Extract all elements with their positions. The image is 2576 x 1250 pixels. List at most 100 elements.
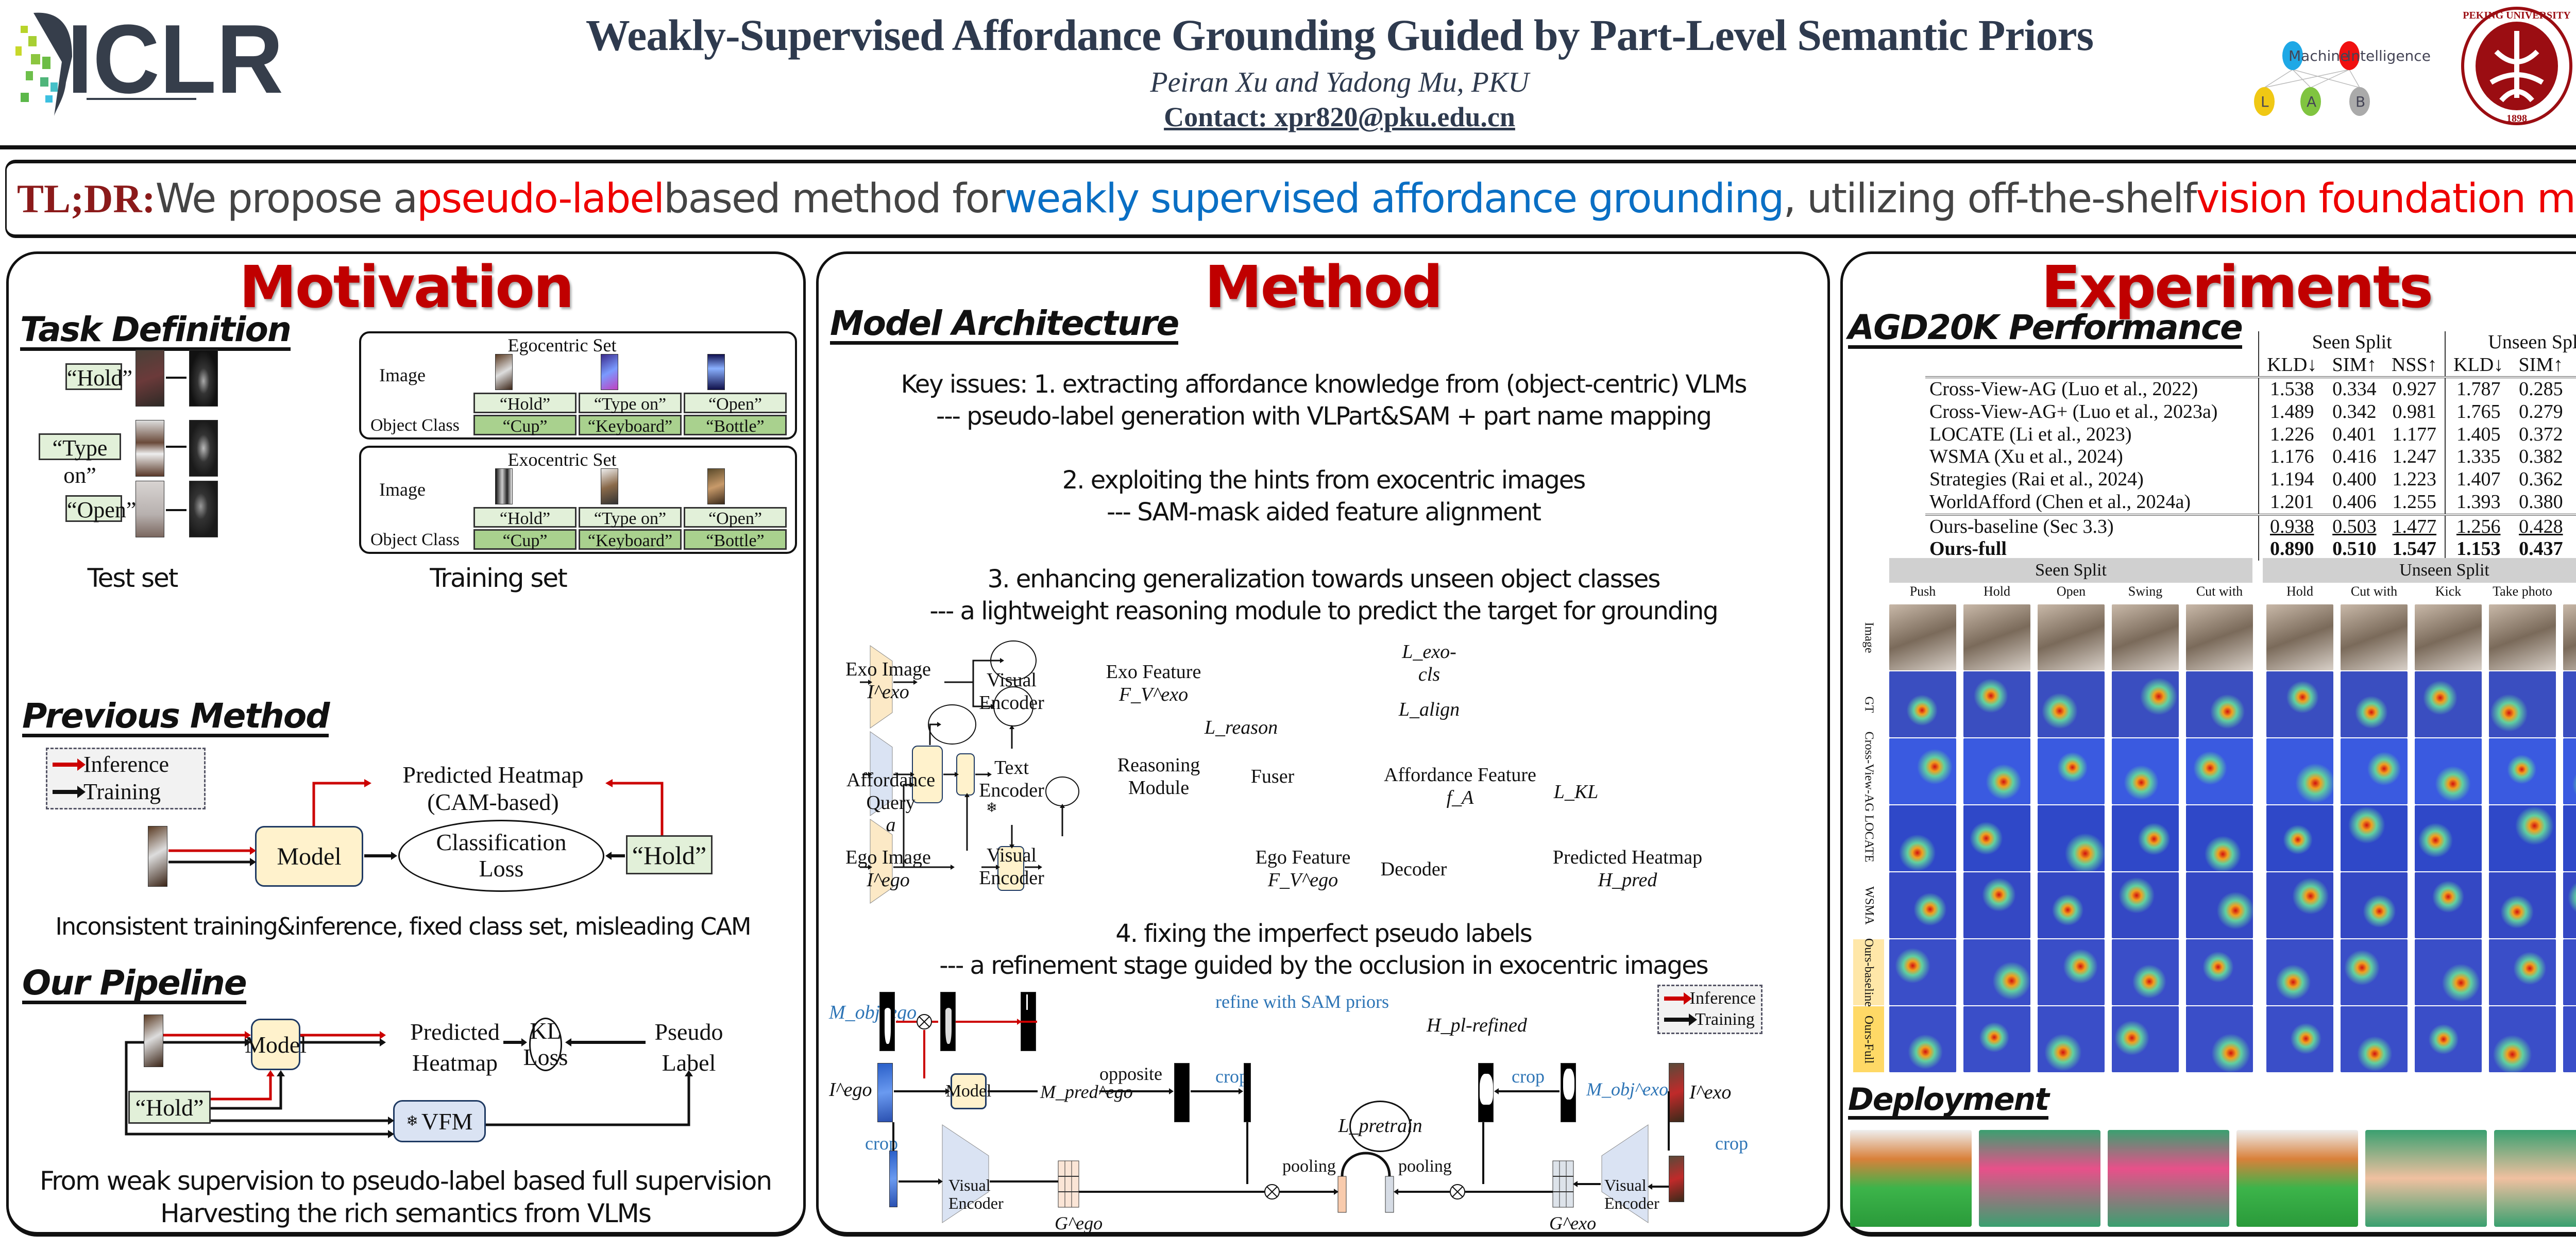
image-row-label: Image (379, 479, 426, 500)
ego-input-image (877, 1063, 893, 1122)
qual-row-label: GT (1853, 671, 1884, 737)
metric-value-cell: 1.256 (2445, 513, 2512, 538)
ego-class-bottle: “Bottle” (684, 415, 787, 436)
loss-reason-node (928, 704, 976, 745)
key-issue-1: Key issues: 1. extracting affordance kno… (819, 368, 1828, 433)
qual-heatmap-cell (2038, 738, 2105, 804)
metric-value-cell: 1.405 (2445, 423, 2512, 446)
agd20k-performance-heading: AGD20K Performance (1848, 310, 2243, 349)
experiments-title: Experiments (2041, 254, 2433, 321)
qual-heatmap-cell (2266, 671, 2333, 737)
predicted-heatmap-label: Predicted Heatmap (CAM-based) (385, 762, 601, 816)
qual-heatmap-cell (2489, 939, 2556, 1005)
seen-split-header: Seen Split (2258, 331, 2446, 354)
qual-heatmap-cell (1963, 805, 2030, 871)
input-image-cup (148, 826, 167, 887)
metric-value-cell: 1.157 (2570, 424, 2576, 446)
m-obj-ego-label: M_obj^ego (829, 1002, 917, 1023)
qual-row-label-text: Ours-Full (1862, 1015, 1876, 1063)
ego-class-keyboard: “Keyboard” (579, 415, 682, 436)
metric-value-cell: 1.393 (2445, 491, 2512, 515)
ego-affordance-open: “Open” (684, 393, 787, 414)
tldr-highlight-vfm: vision foundation models (2196, 176, 2576, 222)
architecture-diagram (860, 640, 1079, 904)
svg-text:A: A (2307, 93, 2316, 110)
our-pipeline-heading: Our Pipeline (22, 965, 247, 1005)
qual-heatmap-cell (2112, 872, 2179, 938)
qual-heatmap-cell (1889, 939, 1956, 1005)
poster-contact[interactable]: Contact: xpr820@pku.edu.cn (464, 101, 2215, 133)
previous-method-arrows (168, 779, 664, 866)
cropped-exo-mask (1478, 1063, 1494, 1122)
qual-row-label: WSMA (1853, 872, 1884, 938)
issue-main: 2. exploiting the hints from exocentric … (1062, 466, 1586, 495)
issue-main: Key issues: 1. extracting affordance kno… (901, 370, 1748, 399)
exo-image-cup (495, 468, 513, 504)
qual-heatmap-cell (2489, 671, 2556, 737)
qual-heatmap-cell (2489, 738, 2556, 804)
refinement-diagram (892, 1014, 1670, 1223)
qual-heatmap-cell (1889, 1006, 1956, 1072)
qual-heatmap-cell (1963, 738, 2030, 804)
metric-value-cell: 1.201 (2258, 491, 2325, 515)
test-image-keyboard (135, 420, 164, 477)
i-ego-label: I^ego (829, 1079, 872, 1101)
iclr-logo: ICLR (15, 5, 283, 116)
qual-heatmap-cell (2112, 1006, 2179, 1072)
deployment-heading: Deployment (1848, 1084, 2049, 1120)
qual-heatmap-cell (2415, 805, 2482, 871)
qual-heatmap-cell (2341, 872, 2408, 938)
pipeline-output-text: Predicted (410, 1019, 500, 1045)
table-group-header-row: Seen Split Unseen Split (1925, 331, 2576, 354)
frozen-snowflake-icon: ❄ (406, 1113, 418, 1129)
loss-align-label: L_align (1398, 699, 1460, 721)
issue-main: 3. enhancing generalization towards unse… (987, 565, 1661, 594)
object-class-label: Object Class (370, 416, 460, 435)
egocentric-set-title: Egocentric Set (507, 335, 617, 356)
arrow-icon (166, 509, 187, 511)
metric-value-cell: 1.226 (2258, 423, 2325, 446)
qual-heatmap-cell (2341, 939, 2408, 1005)
previous-method-legend: Inference Training (46, 748, 206, 809)
m-obj-exo-label: M_obj^exo (1586, 1079, 1669, 1100)
qual-heatmap-cell (2266, 872, 2333, 938)
metric-value-cell: 1.255 (2392, 491, 2437, 513)
qual-heatmap-cell (2415, 604, 2482, 670)
ego-affordance-type-on: “Type on” (579, 393, 682, 414)
decoder-label: Decoder (1380, 858, 1447, 881)
qual-heatmap-cell (2563, 738, 2576, 804)
method-title: Method (1205, 254, 1443, 321)
exocentric-set-box: Exocentric Set Image “Hold” “Type on” “O… (359, 446, 797, 554)
pipeline-label-hold: “Hold” (128, 1091, 211, 1124)
ego-visual-encoder (870, 819, 893, 904)
crop-label: crop (1715, 1133, 1748, 1154)
metric-value-cell: 1.220 (2570, 446, 2576, 468)
pipeline-caption-line-1: From weak supervision to pseudo-label ba… (39, 1166, 772, 1196)
metric-value-cell: 1.418 (2570, 538, 2576, 561)
qual-column-label: Cut with (2196, 584, 2243, 599)
ego-affordance-hold: “Hold” (473, 393, 577, 414)
qual-heatmap-cell (1963, 1006, 2030, 1072)
method-name-cell: LOCATE (Li et al., 2023) (1929, 423, 2132, 445)
exo-input-image (1669, 1063, 1684, 1122)
egocentric-set-box: Egocentric Set Image “Hold” “Type on” “O… (359, 331, 797, 440)
ego-object-mask (879, 992, 895, 1051)
loss-text: KL (530, 1018, 562, 1044)
fuser-label: Fuser (1250, 766, 1295, 788)
ego-cropped-image (889, 1151, 897, 1207)
performance-table: Seen Split Unseen Split KLD↓SIM↑NSS↑KLD↓… (1925, 331, 2576, 561)
metric-value-cell: 1.176 (2258, 446, 2325, 469)
masked-prediction (940, 992, 956, 1051)
contact-email-link[interactable]: Contact: xpr820@pku.edu.cn (1164, 102, 1515, 132)
pipeline-caption: From weak supervision to pseudo-label ba… (9, 1165, 802, 1229)
